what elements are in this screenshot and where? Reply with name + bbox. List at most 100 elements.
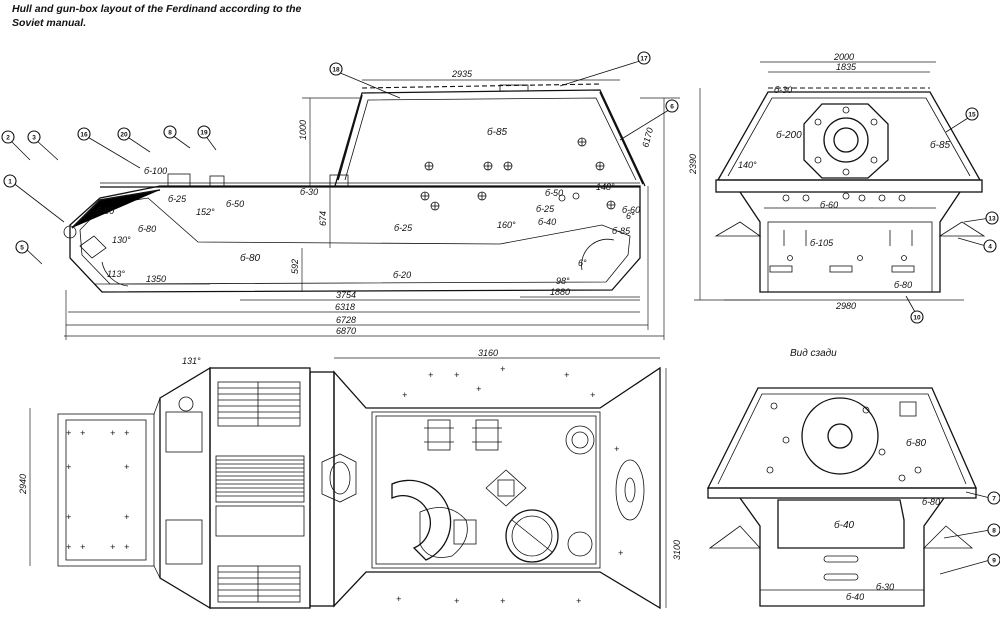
svg-text:+: + [500, 596, 505, 606]
front-deck [715, 179, 983, 193]
front-plate-200: б-200 [776, 129, 802, 141]
front-lower-hull [739, 191, 961, 293]
side-plate-100: б-100 [144, 166, 167, 176]
plan-commander-hatch-inner [497, 479, 515, 497]
svg-text:+: + [124, 512, 129, 522]
rear-slot-1 [823, 555, 859, 563]
callout-4 [983, 239, 997, 253]
callout-15 [965, 107, 979, 121]
callout-10-label: 10 [913, 315, 921, 322]
front-plate-60: б-60 [820, 200, 838, 210]
svg-text:+: + [124, 428, 129, 438]
front-track-right [938, 221, 986, 237]
rear-plate-30: б-30 [876, 582, 894, 592]
callout-10 [910, 310, 924, 324]
side-callouts [9, 59, 673, 265]
rear-plate-40b: б-40 [846, 592, 864, 602]
front-dimensions [694, 61, 964, 301]
side-front-arc [101, 261, 129, 287]
side-angle-98: 98° [556, 276, 570, 286]
svg-text:+: + [66, 542, 71, 552]
callout-2 [1, 130, 15, 144]
plan-front-plate [57, 413, 155, 567]
callout-17-label: 17 [640, 56, 648, 63]
plan-grille-1 [217, 381, 301, 427]
side-hatch-3 [329, 174, 349, 187]
plan-rear-hatch [615, 459, 645, 521]
front-lower-plate [767, 221, 933, 293]
side-plate-40: б-40 [538, 217, 556, 227]
plan-grille-3 [215, 505, 305, 537]
plan-roof-panel-inner [375, 415, 597, 565]
plan-bolts: ++++ +++ ++++++ ++++ ++++ ++++ [66, 364, 623, 606]
side-angle-6: 6° [578, 258, 587, 268]
side-bolts [420, 137, 616, 211]
callout-7 [987, 491, 1000, 505]
side-superstructure [334, 89, 646, 187]
rear-slot-2 [823, 573, 859, 581]
callout-13-label: 13 [988, 216, 996, 223]
side-angle-6b: 6° [626, 211, 635, 221]
front-bolts [769, 192, 915, 273]
side-dim-3754: 3754 [336, 290, 356, 300]
plan-loader-bar [511, 519, 553, 553]
front-gun-ring [823, 117, 869, 163]
side-view: 2935 1000 674 592 1350 3754 6318 1880 67… [1, 51, 680, 340]
plan-bow-line-2 [153, 565, 161, 579]
side-plate-60: б-60 [622, 205, 640, 215]
front-angle-140: 140° [738, 160, 757, 170]
svg-text:+: + [80, 428, 85, 438]
front-superstructure [716, 91, 982, 181]
rear-engine-door [777, 499, 905, 549]
rear-lower-hull [739, 497, 945, 607]
rear-superstructure-inner [717, 393, 967, 485]
side-dimensions [64, 79, 680, 340]
svg-text:+: + [428, 370, 433, 380]
callout-16 [77, 127, 91, 141]
svg-text:+: + [396, 594, 401, 604]
svg-text:+: + [618, 548, 623, 558]
rear-hatch-ring [801, 397, 879, 475]
svg-text:+: + [402, 390, 407, 400]
side-hatch-1 [167, 173, 191, 187]
plan-gunner-arc [391, 479, 452, 561]
side-dim-2935: 2935 [451, 69, 473, 79]
rear-port [899, 401, 917, 417]
side-dim-1350: 1350 [146, 274, 166, 284]
callout-7-label: 7 [992, 496, 996, 503]
side-dim-1000: 1000 [298, 120, 308, 140]
svg-text:+: + [500, 364, 505, 374]
plan-loader-ring [505, 509, 559, 563]
side-dim-6728: 6728 [336, 315, 356, 325]
callout-19-label: 19 [200, 130, 208, 137]
callout-9 [987, 553, 1000, 567]
side-hatch-2 [209, 175, 225, 187]
plan-cupola [565, 425, 595, 455]
side-plate-80b: б-80 [96, 206, 114, 216]
callout-1-label: 1 [8, 179, 12, 186]
rear-plate-80b: б-80 [922, 497, 940, 507]
front-superstructure-inner [727, 97, 971, 177]
front-dim-2390: 2390 [688, 154, 698, 175]
plan-angle-131: 131° [182, 356, 201, 366]
plan-hatch-group [424, 419, 502, 451]
plan-view: ++++ +++ ++++++ ++++ ++++ ++++ 3160 2940… [18, 348, 682, 610]
rear-view: Вид сзади б-80 б-80 б-40 б-40 б-30 [706, 348, 1000, 607]
callout-6-label: 6 [670, 104, 674, 111]
svg-text:+: + [66, 462, 71, 472]
callout-1 [3, 174, 17, 188]
rear-hatch-center [827, 423, 853, 449]
callout-15-label: 15 [968, 112, 976, 119]
side-angle-130: 130° [112, 235, 131, 245]
front-mantlet [803, 103, 889, 179]
side-plate-50b: б-50 [545, 188, 563, 198]
side-angle-152: 152° [196, 207, 215, 217]
plan-gunner-seat [419, 507, 468, 558]
side-dim-592: 592 [290, 259, 300, 274]
front-dim-2000: 2000 [833, 52, 854, 62]
plan-dim-2940: 2940 [18, 474, 28, 495]
plan-dim-3100: 3100 [672, 540, 682, 560]
plan-grille-1-slats [218, 382, 300, 426]
side-dim-674: 674 [318, 211, 328, 226]
